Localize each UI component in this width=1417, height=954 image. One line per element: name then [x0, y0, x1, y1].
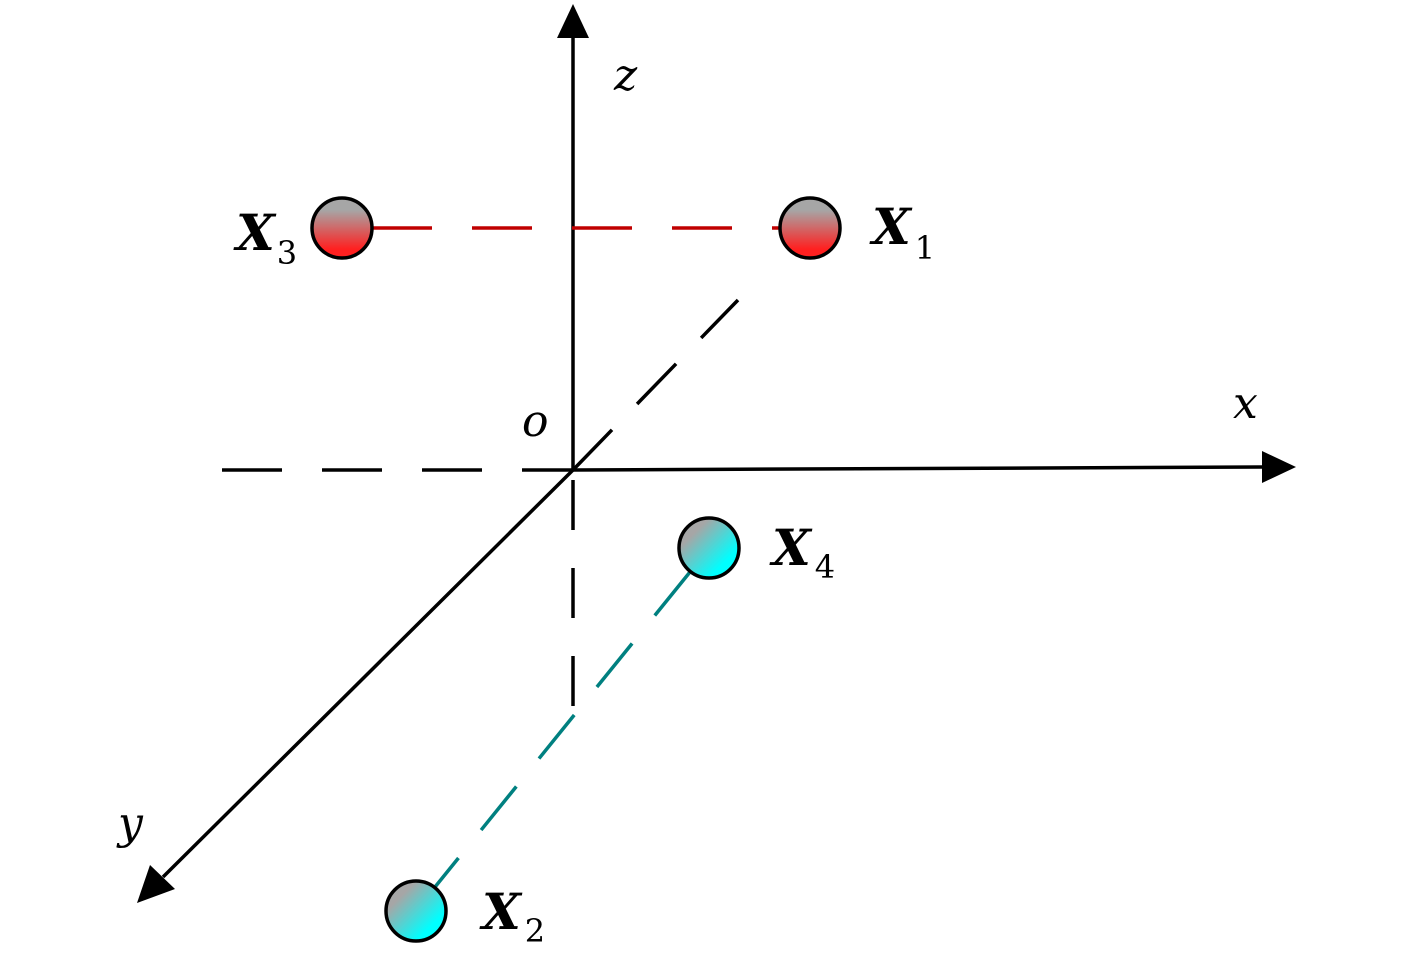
x-axis	[572, 465, 1263, 472]
connector-x4-x2	[433, 570, 692, 889]
z-axis-label: z	[613, 50, 638, 101]
label-x4-sub: 4	[815, 548, 835, 586]
label-x3-sub: 3	[277, 234, 297, 272]
label-x2-main: X	[479, 882, 523, 941]
label-x2-sub: 2	[525, 912, 545, 950]
x-axis-arrowhead	[1262, 451, 1296, 483]
y-axis-arrowhead	[137, 865, 175, 903]
label-x3-main: X	[233, 203, 277, 262]
negative-y-axis	[571, 298, 740, 472]
z-axis-arrowhead	[557, 4, 589, 38]
label-x1-sub: 1	[915, 229, 935, 267]
point-x4	[677, 516, 741, 580]
point-x2	[384, 879, 448, 943]
point-x1	[778, 196, 842, 260]
point-x3	[310, 196, 374, 260]
label-x1-main: X	[869, 197, 913, 256]
label-x4-main: X	[769, 518, 813, 577]
y-axis-label: y	[116, 798, 144, 849]
y-axis	[161, 468, 575, 879]
x-axis-label: x	[1233, 378, 1258, 429]
label-x3: X3	[233, 203, 297, 272]
origin-label: o	[522, 396, 549, 447]
